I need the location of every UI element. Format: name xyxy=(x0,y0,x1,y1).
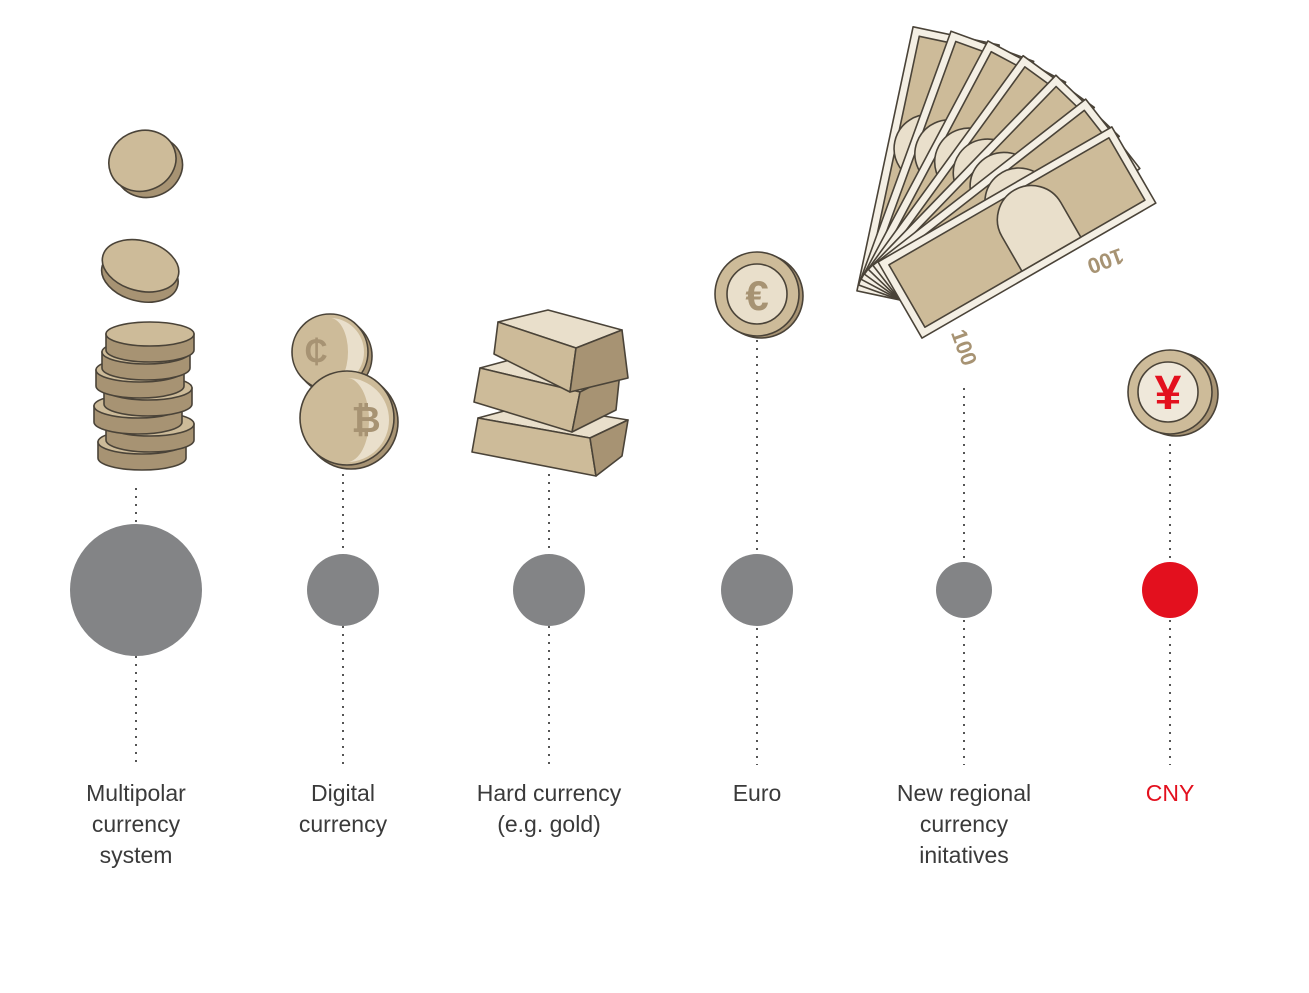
banknote-value-bottom: 100 xyxy=(946,326,982,369)
circle-hard xyxy=(513,554,585,626)
label-multipolar: Multipolar currency system xyxy=(41,778,231,871)
label-line: CNY xyxy=(1145,780,1195,806)
circle-regional xyxy=(936,562,992,618)
label-line: initatives xyxy=(919,842,1009,868)
label-hard: Hard currency (e.g. gold) xyxy=(454,778,644,840)
circle-multipolar xyxy=(70,524,202,656)
label-line: Digital xyxy=(311,780,375,806)
coin-stack-icon xyxy=(93,129,195,471)
euro-coin-icon: € xyxy=(714,251,804,339)
label-line: (e.g. gold) xyxy=(497,811,601,837)
crypto-coins-icon: ₵ ₿ xyxy=(291,313,399,470)
yuan-coin-icon: ¥ xyxy=(1127,349,1219,437)
label-line: currency xyxy=(298,811,388,837)
stacked-coin-top xyxy=(105,321,195,347)
label-digital: Digital currency xyxy=(248,778,438,840)
circle-euro xyxy=(721,554,793,626)
label-euro: Euro xyxy=(662,778,852,809)
euro-glyph: € xyxy=(745,272,768,319)
digital-coin-glyph: ₵ xyxy=(304,333,327,369)
label-cny: CNY xyxy=(1075,778,1265,809)
gold-bars-icon xyxy=(471,309,629,477)
label-line: currency xyxy=(919,811,1009,837)
label-line: currency xyxy=(91,811,181,837)
banknote xyxy=(877,126,1157,339)
label-line: system xyxy=(99,842,173,868)
label-line: New regional xyxy=(896,780,1032,806)
connector-lines xyxy=(135,340,1171,765)
size-circles xyxy=(70,524,1198,656)
label-line: Euro xyxy=(732,780,782,806)
circle-cny xyxy=(1142,562,1198,618)
banknotes-icon: 100 100 xyxy=(856,25,1157,369)
yuan-glyph: ¥ xyxy=(1155,367,1182,420)
bitcoin-glyph: ₿ xyxy=(351,399,380,440)
label-regional: New regional currency initatives xyxy=(869,778,1059,871)
label-line: Hard currency xyxy=(476,780,622,806)
circle-digital xyxy=(307,554,379,626)
banknote-value-top: 100 xyxy=(1084,243,1127,279)
label-line: Multipolar xyxy=(86,780,186,806)
